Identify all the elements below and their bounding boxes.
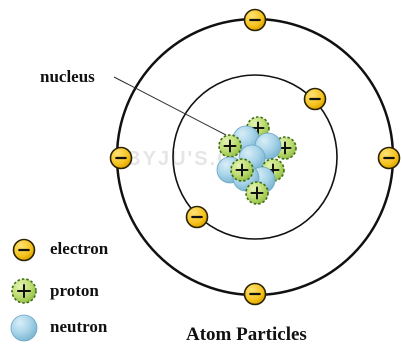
nucleus-leader-line [113,76,227,136]
electrons [109,8,401,306]
proton-6 [245,181,269,205]
neutron-icon [10,314,38,342]
proton-3 [218,134,242,158]
legend-item-neutron: neutron [10,314,108,342]
legend-neutron-symbol [10,314,38,342]
legend-item-proton: proton [11,278,99,304]
legend-item-electron: electron [12,238,109,262]
electron-inner-lower-left [185,205,209,229]
diagram-title: Atom Particles [186,324,307,345]
legend-label-proton: proton [50,281,99,300]
nucleus-label: nucleus [40,67,95,86]
proton-5 [230,158,254,182]
electron-icon [12,238,36,262]
nucleus [216,116,297,205]
proton-icon [11,278,37,304]
electron-top [243,8,267,32]
legend: electron proton neutron [10,238,109,342]
electron-right [377,146,401,170]
legend-label-electron: electron [50,239,109,258]
electron-inner-upper-right [303,87,327,111]
legend-proton-symbol [11,278,37,304]
inner-orbit [172,74,338,240]
legend-label-neutron: neutron [50,317,108,336]
electron-bottom [243,282,267,306]
legend-electron-symbol [12,238,36,262]
electron-left [109,146,133,170]
